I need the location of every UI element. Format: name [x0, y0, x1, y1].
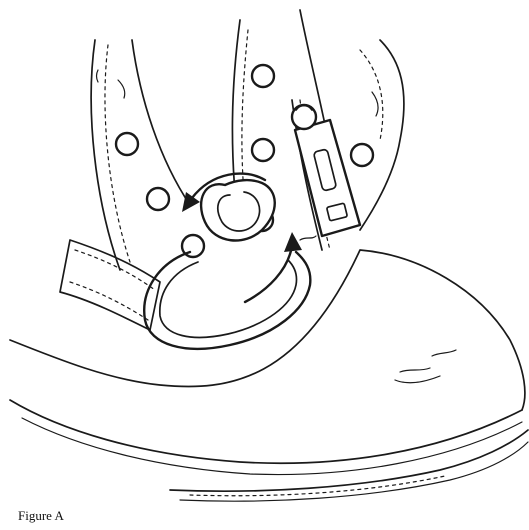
eyelet-4 — [252, 139, 274, 161]
eyelet-1 — [116, 133, 138, 155]
zipper — [292, 100, 360, 250]
boot-sole — [170, 430, 528, 501]
eyelet-3 — [252, 65, 274, 87]
eyelet-2 — [147, 188, 169, 210]
left-boot-collar — [91, 40, 190, 270]
motion-mark — [300, 236, 316, 240]
boot-toe — [10, 250, 525, 475]
eyelet-5 — [351, 144, 373, 166]
figure-caption: Figure A — [18, 508, 64, 524]
